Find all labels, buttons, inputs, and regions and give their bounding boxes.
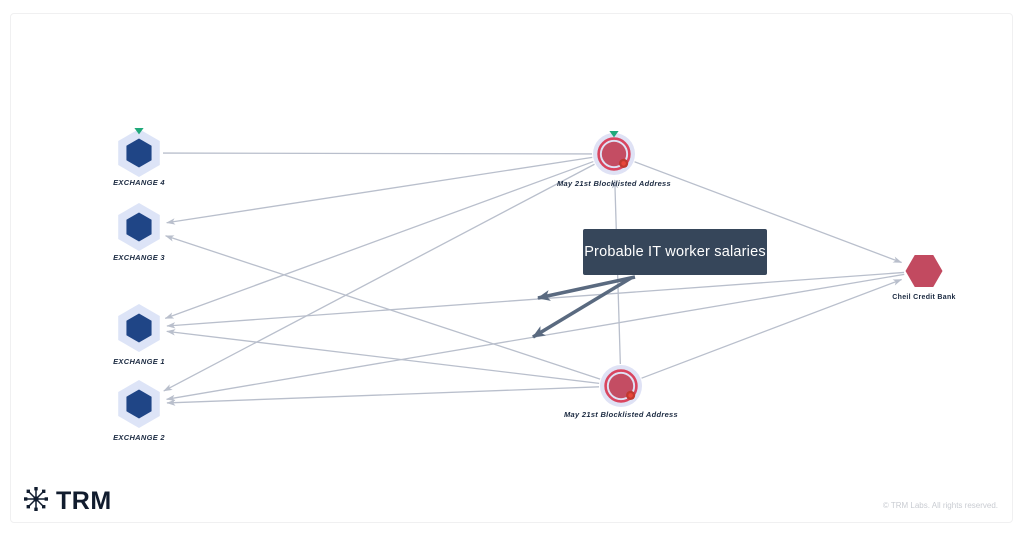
- blocklist-core: [601, 141, 627, 167]
- nodes-layer: [118, 128, 943, 428]
- network-graph: [118, 128, 943, 428]
- blocklist-ring: [604, 369, 638, 403]
- alert-badge-dot: [628, 393, 633, 398]
- node-label-blocklist_top: May 21st Blocklisted Address: [557, 179, 671, 188]
- node-exchange3[interactable]: [118, 203, 160, 251]
- node-label-exchange1: EXCHANGE 1: [113, 357, 165, 366]
- node-exchange2[interactable]: [118, 380, 160, 428]
- edge-blocklist_top-to-exchange1: [164, 160, 594, 319]
- node-exchange4[interactable]: [118, 128, 160, 177]
- exchange-hexagon-icon: [126, 138, 152, 168]
- node-label-exchange4: EXCHANGE 4: [113, 178, 165, 187]
- trm-starburst-icon: [23, 486, 49, 517]
- callout-probable-it-worker-salaries: Probable IT worker salaries: [583, 229, 767, 275]
- edge-blocklist_top-to-exchange3: [166, 156, 593, 225]
- blocklist-ring: [597, 137, 631, 171]
- trm-wordmark: TRM: [56, 487, 112, 515]
- callout-pointer-1: [537, 275, 636, 301]
- green-triangle-marker-icon: [134, 128, 144, 135]
- copyright-text: © TRM Labs. All rights reserved.: [882, 501, 998, 510]
- exchange-hexagon-icon: [126, 313, 152, 343]
- edge-blocklist_bottom-to-exchange3: [165, 235, 601, 380]
- edge-blocklist_bottom-to-bank: [641, 278, 903, 379]
- bank-hexagon-icon: [905, 254, 943, 288]
- node-bank[interactable]: [905, 254, 943, 288]
- node-blocklist_top[interactable]: [593, 131, 635, 175]
- edge-bank-to-exchange1: [166, 271, 905, 329]
- edge-blocklist_bottom-to-exchange2: [166, 386, 600, 406]
- edges-layer: [162, 152, 905, 406]
- exchange-hexagon-icon: [126, 389, 152, 419]
- callout-pointers: [532, 275, 636, 339]
- edge-blocklist_bottom-to-exchange1: [166, 329, 600, 385]
- slide-frame: Probable IT worker salaries EXCHANGE 4 EX…: [10, 13, 1013, 523]
- node-label-exchange3: EXCHANGE 3: [113, 253, 165, 262]
- edge-blocklist_top-to-exchange2: [163, 163, 595, 392]
- node-label-bank: Cheil Credit Bank: [892, 294, 956, 301]
- callout-pointer-2: [532, 276, 632, 339]
- blocklist-core: [608, 373, 634, 399]
- exchange-hexagon-icon: [126, 212, 152, 242]
- alert-badge-dot: [621, 161, 626, 166]
- node-blocklist_bottom[interactable]: [600, 365, 642, 407]
- trm-logo: TRM: [23, 486, 112, 517]
- green-triangle-marker-icon: [609, 131, 619, 138]
- edge-blocklist_top-to-exchange4: [162, 152, 593, 155]
- callout-text: Probable IT worker salaries: [584, 244, 766, 260]
- node-exchange1[interactable]: [118, 304, 160, 352]
- node-label-exchange2: EXCHANGE 2: [113, 433, 165, 442]
- edge-blocklist_top-to-bank: [634, 161, 903, 264]
- node-label-blocklist_bottom: May 21st Blocklisted Address: [564, 410, 678, 419]
